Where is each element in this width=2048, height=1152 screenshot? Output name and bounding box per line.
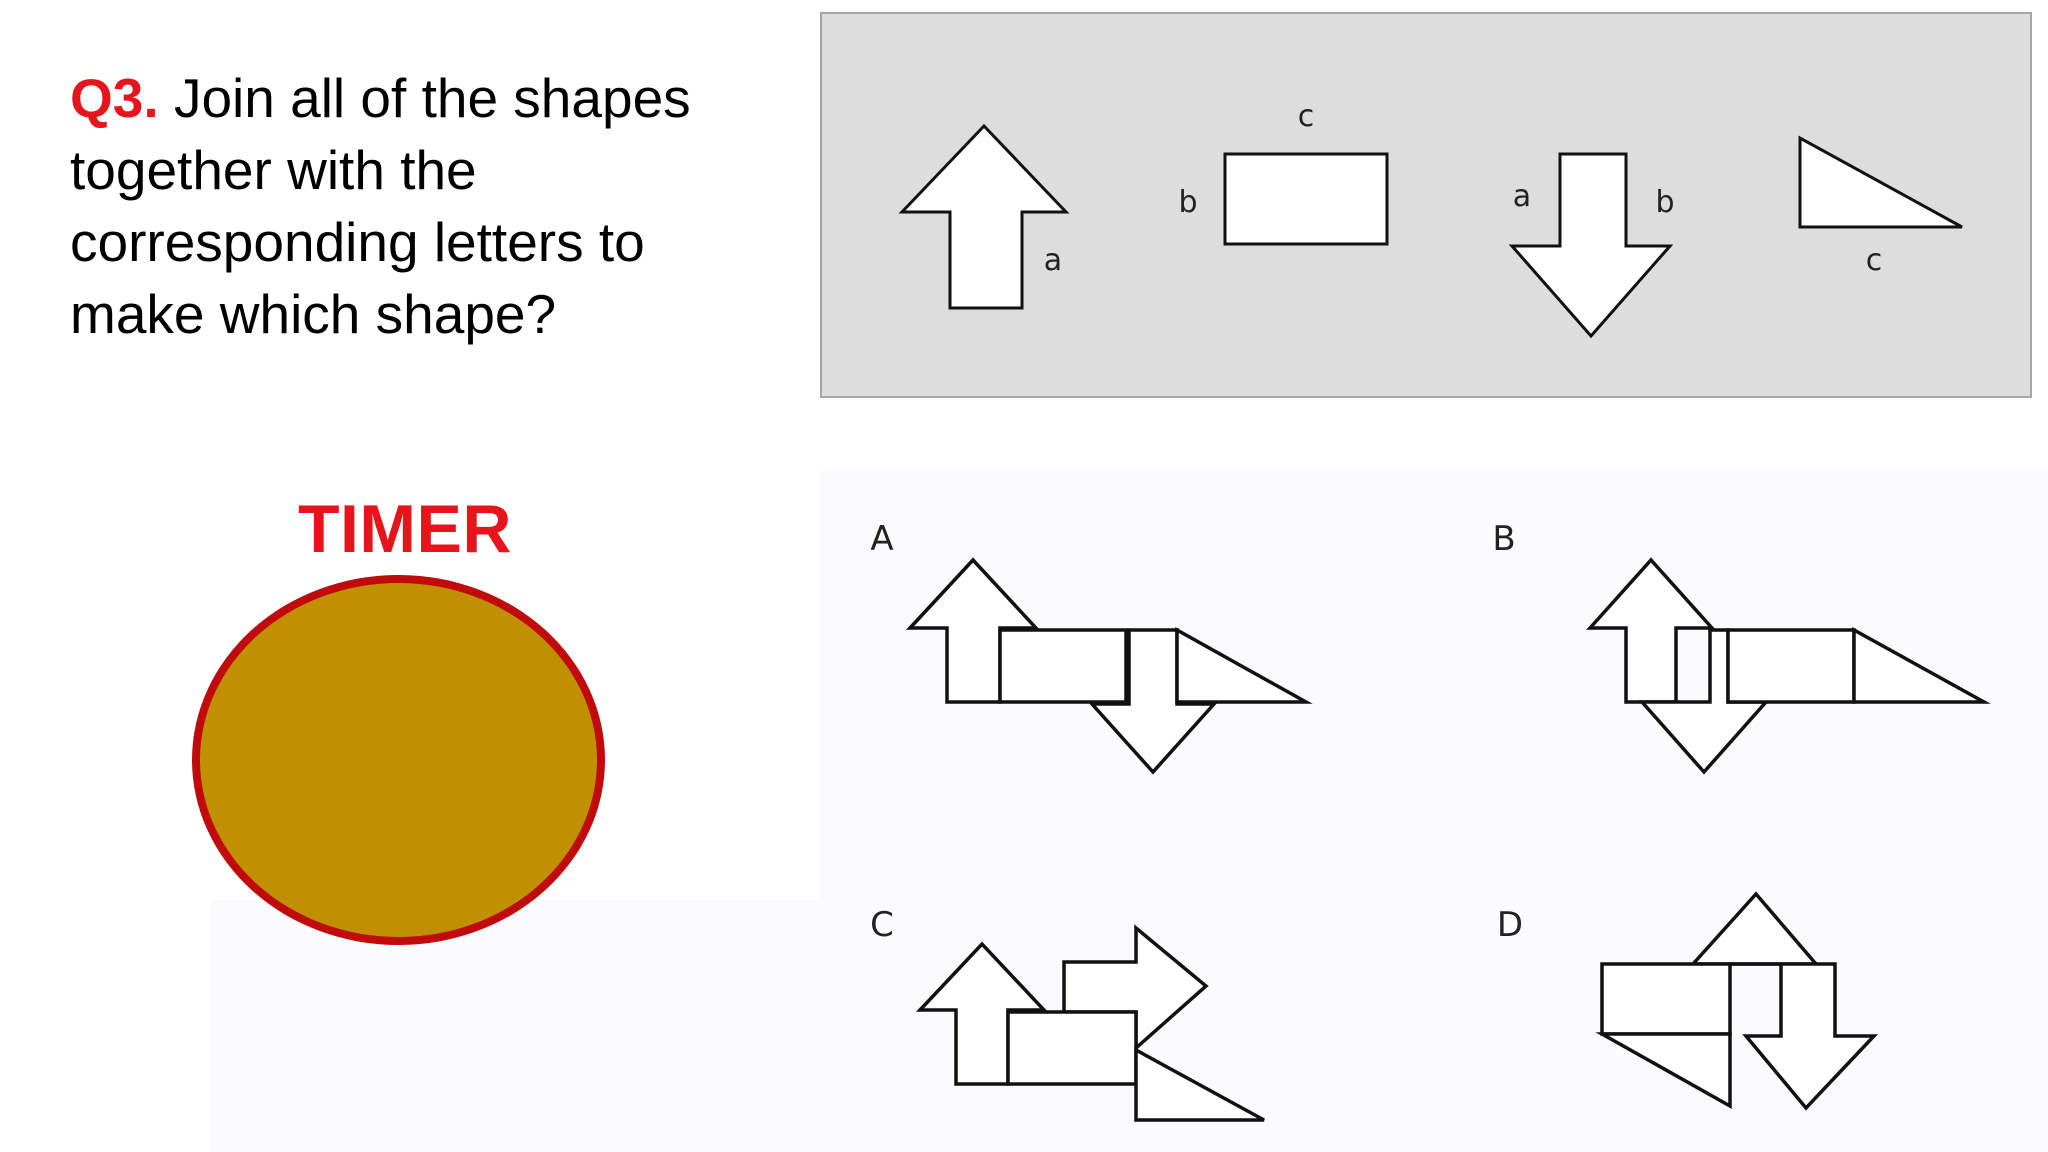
option-a-triangle	[1175, 627, 1313, 704]
rectangle-piece	[1223, 152, 1389, 246]
option-d-down-arrow	[1742, 962, 1879, 1111]
option-d-up-arrow	[1689, 891, 1820, 966]
option-d-rectangle	[1600, 962, 1732, 1036]
question-body: Join all of the shapes together with the…	[70, 67, 691, 345]
option-d-triangle	[1595, 1032, 1732, 1109]
triangle-label: c	[1866, 243, 1883, 278]
option-b-up-arrow	[1586, 557, 1716, 704]
option-b-letter: B	[1492, 519, 1515, 559]
down-arrow-left-label: a	[1513, 179, 1531, 214]
question-number: Q3.	[70, 67, 159, 129]
rectangle-side-label: b	[1178, 185, 1197, 220]
up-arrow-piece	[898, 123, 1070, 310]
timer-circle	[192, 575, 605, 945]
down-arrow-right-label: b	[1655, 185, 1674, 220]
triangle-piece	[1798, 135, 1963, 229]
option-d-letter: D	[1497, 905, 1523, 945]
option-c-letter: C	[870, 905, 894, 945]
pieces-figure: a b c a b c	[898, 99, 1963, 339]
option-a[interactable]: A	[860, 510, 1340, 790]
pieces-panel: a b c a b c	[820, 12, 2032, 398]
option-b-rectangle	[1726, 628, 1856, 704]
option-d[interactable]: D	[1490, 890, 1920, 1130]
option-a-letter: A	[870, 519, 893, 559]
option-b[interactable]: B	[1490, 510, 2000, 790]
down-arrow-piece	[1508, 152, 1674, 339]
up-arrow-label: a	[1044, 243, 1062, 278]
background-panel	[210, 900, 870, 1152]
option-a-rectangle	[998, 628, 1128, 704]
rectangle-top-label: c	[1298, 99, 1315, 134]
option-c-triangle	[1134, 1047, 1265, 1122]
option-c[interactable]: C	[860, 900, 1300, 1140]
timer-label: TIMER	[297, 491, 513, 567]
question-text: Q3. Join all of the shapes together with…	[70, 62, 760, 350]
option-c-rectangle	[1006, 1010, 1138, 1086]
option-b-triangle	[1852, 627, 1991, 704]
